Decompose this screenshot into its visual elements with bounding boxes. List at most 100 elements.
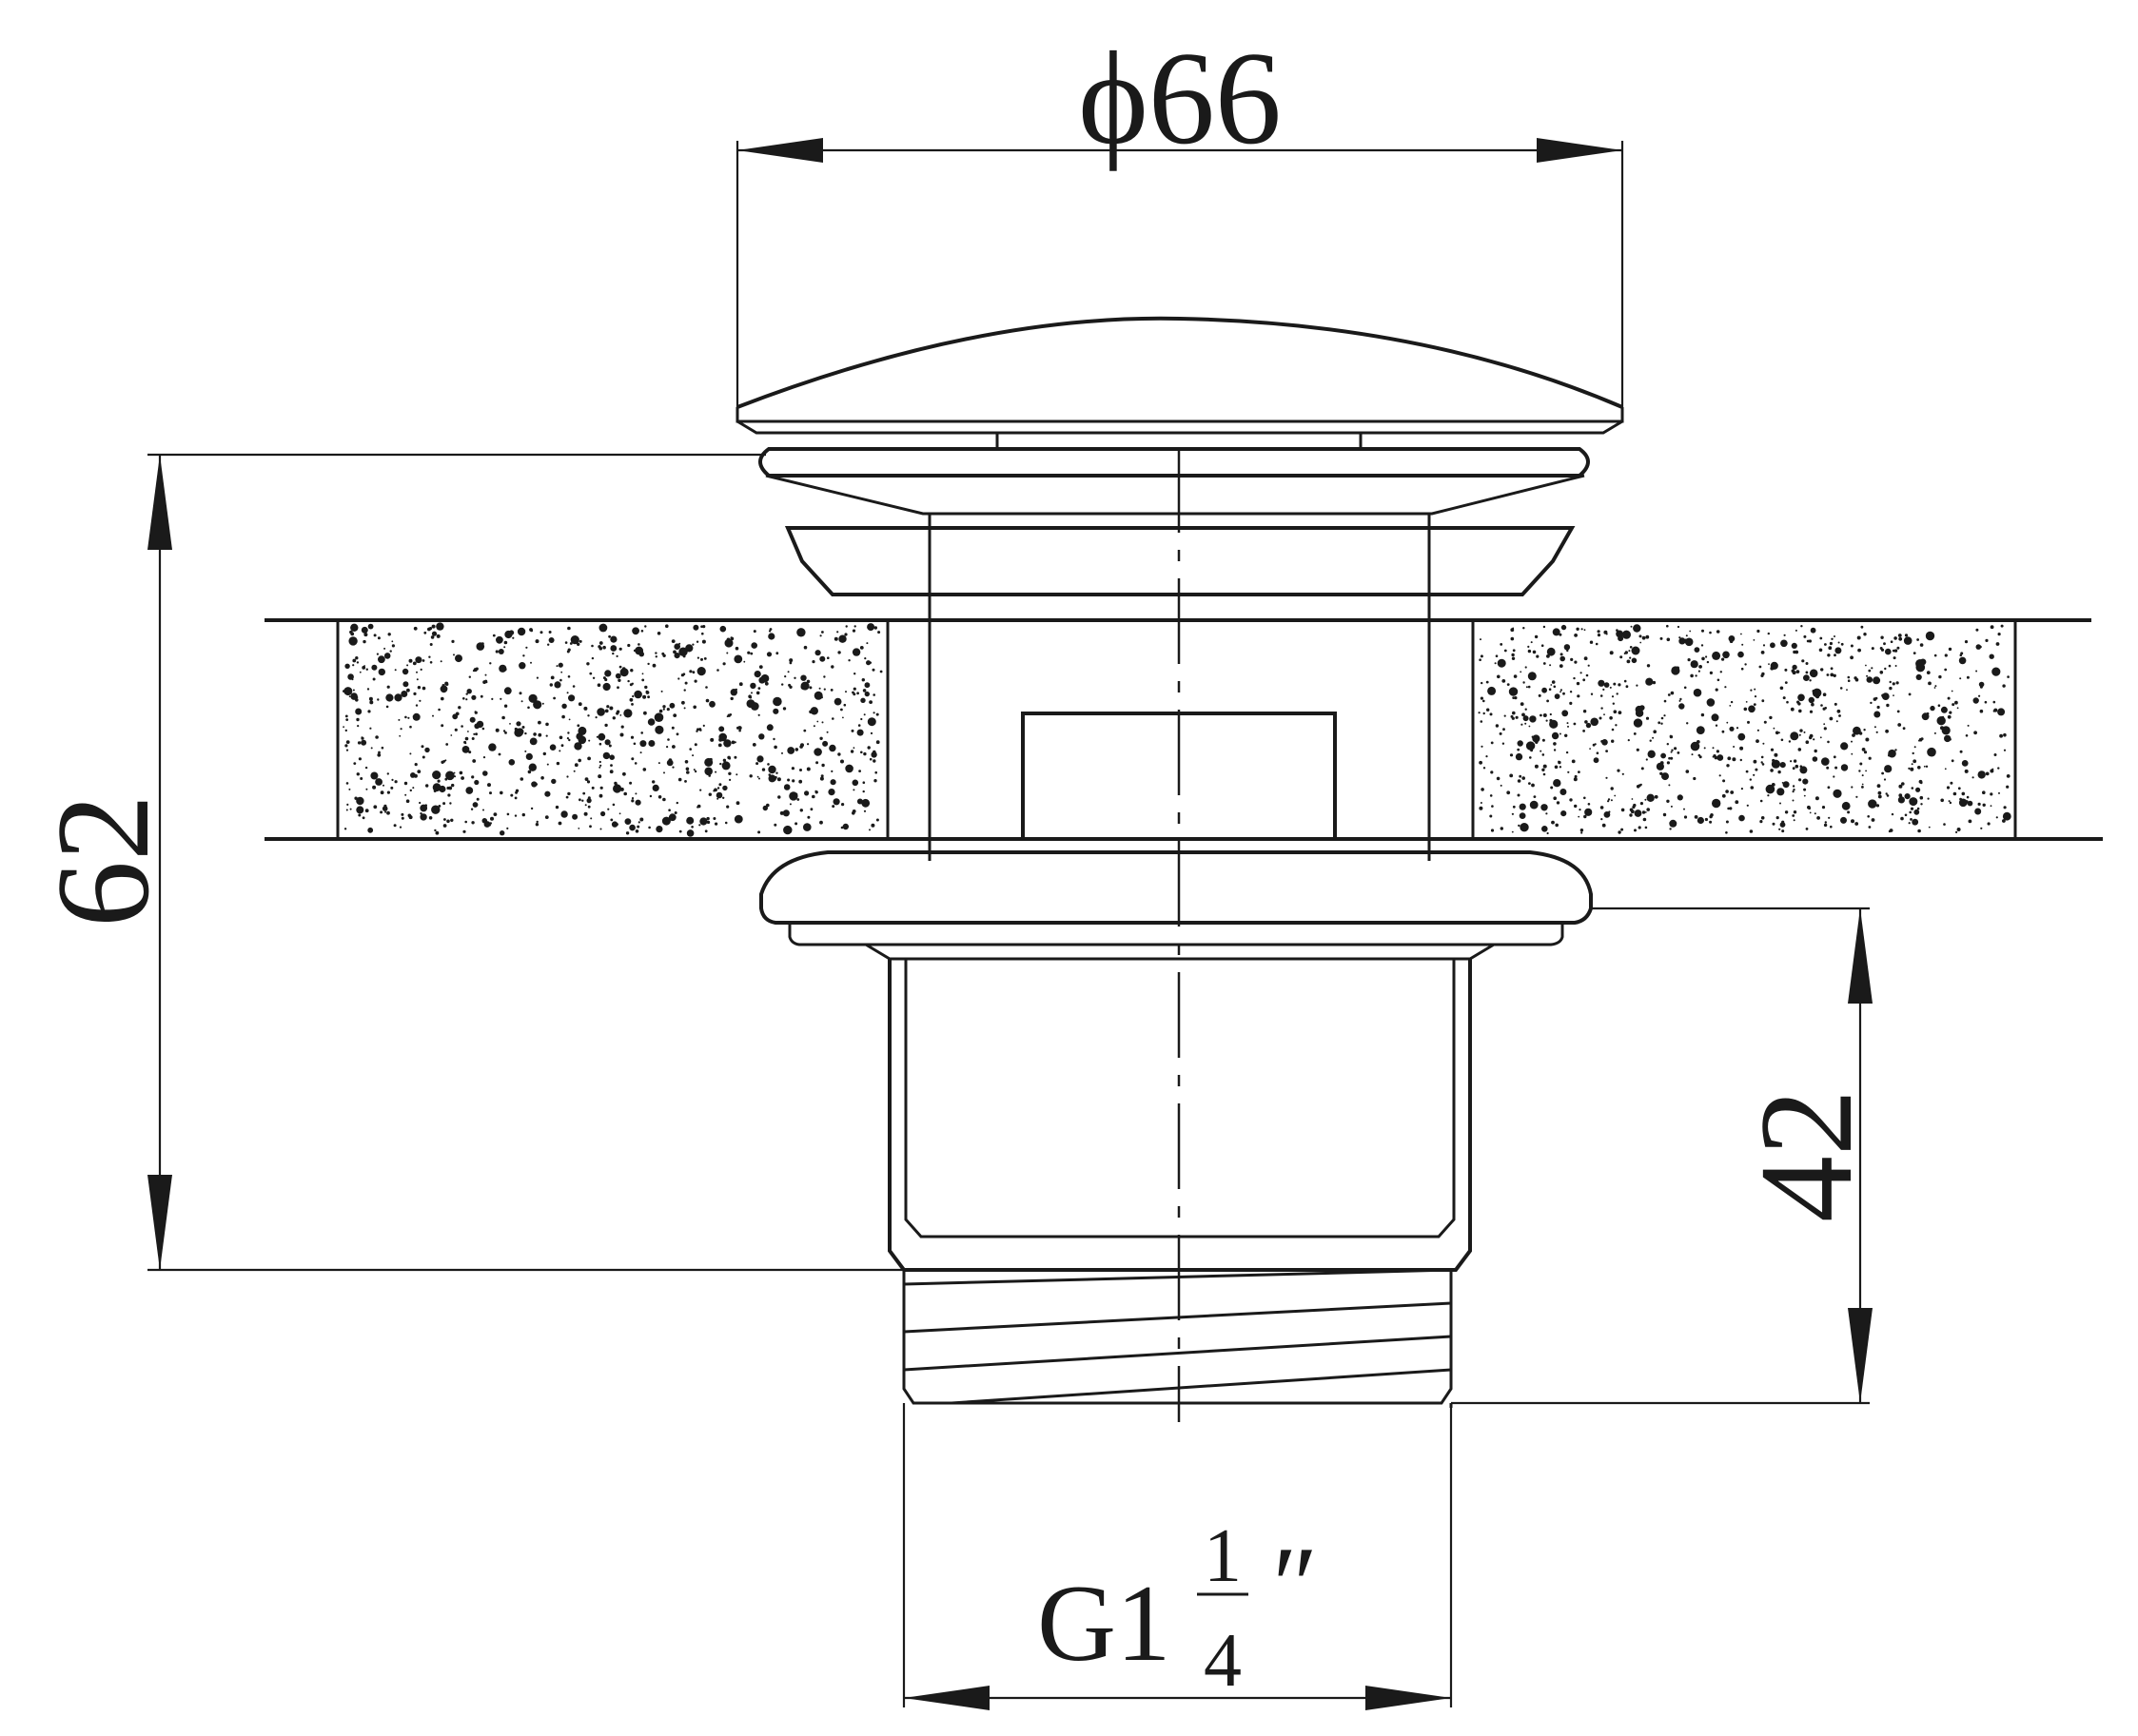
speckle-dot <box>840 708 843 712</box>
speckle-dot <box>468 675 471 678</box>
speckle-dot <box>1512 649 1516 653</box>
speckle-dot <box>583 811 588 816</box>
speckle-dot <box>1559 732 1561 735</box>
speckle-dot <box>348 636 358 646</box>
speckle-dot <box>520 700 523 703</box>
speckle-dot <box>558 821 562 826</box>
speckle-dot <box>1990 625 1994 630</box>
speckle-dot <box>503 646 506 649</box>
speckle-dot <box>1583 656 1588 661</box>
speckle-dot <box>1964 769 1969 773</box>
speckle-dot <box>1511 830 1514 833</box>
speckle-dot <box>875 740 880 745</box>
speckle-dot <box>1490 770 1494 774</box>
speckle-dot <box>564 641 568 644</box>
speckle-dot <box>1883 778 1887 781</box>
speckle-dot <box>1805 671 1809 674</box>
speckle-dot <box>794 676 796 679</box>
speckle-dot <box>1529 800 1539 809</box>
speckle-dot <box>1709 820 1713 824</box>
speckle-dot <box>756 775 759 778</box>
speckle-dot <box>1527 672 1537 681</box>
speckle-dot <box>773 696 782 707</box>
speckle-dot <box>572 813 579 820</box>
speckle-dot <box>673 650 677 654</box>
speckle-dot <box>1753 773 1756 776</box>
speckle-dot <box>807 743 810 746</box>
speckle-dot <box>432 783 441 792</box>
speckle-dot <box>574 763 579 768</box>
speckle-dot <box>378 655 385 664</box>
speckle-dot <box>861 798 871 808</box>
speckle-dot <box>694 770 697 773</box>
speckle-dot <box>620 725 624 729</box>
speckle-dot <box>545 734 548 737</box>
speckle-dot <box>1709 631 1712 634</box>
speckle-dot <box>355 656 359 660</box>
speckle-dot <box>1917 766 1921 770</box>
speckle-dot <box>1802 778 1809 785</box>
speckle-dot <box>556 665 559 668</box>
speckle-dot <box>381 746 384 750</box>
dimension-thread-size: G1 1 4 ″ <box>902 1403 1453 1710</box>
speckle-dot <box>1495 724 1500 728</box>
speckle-dot <box>769 628 773 631</box>
speckle-dot <box>1645 634 1650 639</box>
speckle-dot <box>821 763 825 768</box>
speckle-dot <box>812 660 815 664</box>
speckle-dot <box>609 754 615 760</box>
speckle-dot <box>1993 753 1997 756</box>
speckle-dot <box>431 805 441 814</box>
speckle-dot <box>428 627 433 631</box>
speckle-dot <box>530 807 534 810</box>
speckle-dot <box>606 705 610 709</box>
speckle-dot <box>1638 826 1641 829</box>
speckle-dot <box>348 788 351 790</box>
speckle-dot <box>627 679 630 683</box>
speckle-dot <box>776 777 781 782</box>
speckle-dot <box>616 712 619 715</box>
speckle-dot <box>1918 737 1923 742</box>
speckle-dot <box>372 785 377 790</box>
speckle-dot <box>827 656 830 659</box>
speckle-dot <box>1569 798 1573 802</box>
speckle-dot <box>1652 736 1655 739</box>
speckle-dot <box>1753 703 1756 706</box>
speckle-dot <box>845 691 847 693</box>
speckle-dot <box>1904 813 1908 817</box>
speckle-dot <box>1515 752 1523 761</box>
speckle-dot <box>597 708 605 716</box>
speckle-dot <box>869 661 873 664</box>
speckle-dot <box>1992 700 1996 704</box>
speckle-dot <box>1754 695 1757 698</box>
speckle-dot <box>692 643 695 646</box>
speckle-dot <box>1809 811 1812 814</box>
speckle-dot <box>757 713 760 716</box>
speckle-dot <box>1995 816 1998 819</box>
speckle-dot <box>607 808 610 810</box>
speckle-dot <box>1898 784 1903 789</box>
speckle-dot <box>1666 799 1670 803</box>
speckle-dot <box>1666 637 1671 642</box>
speckle-dot <box>1610 787 1614 790</box>
speckle-dot <box>472 759 477 763</box>
speckle-dot <box>726 637 731 642</box>
speckle-dot <box>1511 812 1514 815</box>
speckle-dot <box>422 686 426 691</box>
speckle-dot <box>1529 715 1537 723</box>
speckle-dot <box>1686 722 1689 725</box>
speckle-dot <box>482 809 484 811</box>
speckle-dot <box>1574 660 1578 664</box>
speckle-dot <box>1740 788 1743 790</box>
speckle-dot <box>1554 693 1560 699</box>
speckle-dot <box>1491 805 1494 808</box>
speckle-dot <box>506 812 510 816</box>
speckle-dot <box>863 809 867 812</box>
speckle-dot <box>1619 655 1623 659</box>
speckle-dot <box>380 790 384 795</box>
speckle-dot <box>394 780 398 784</box>
speckle-dot <box>864 691 870 697</box>
speckle-dot <box>1582 678 1586 682</box>
speckle-dot <box>1920 803 1923 806</box>
